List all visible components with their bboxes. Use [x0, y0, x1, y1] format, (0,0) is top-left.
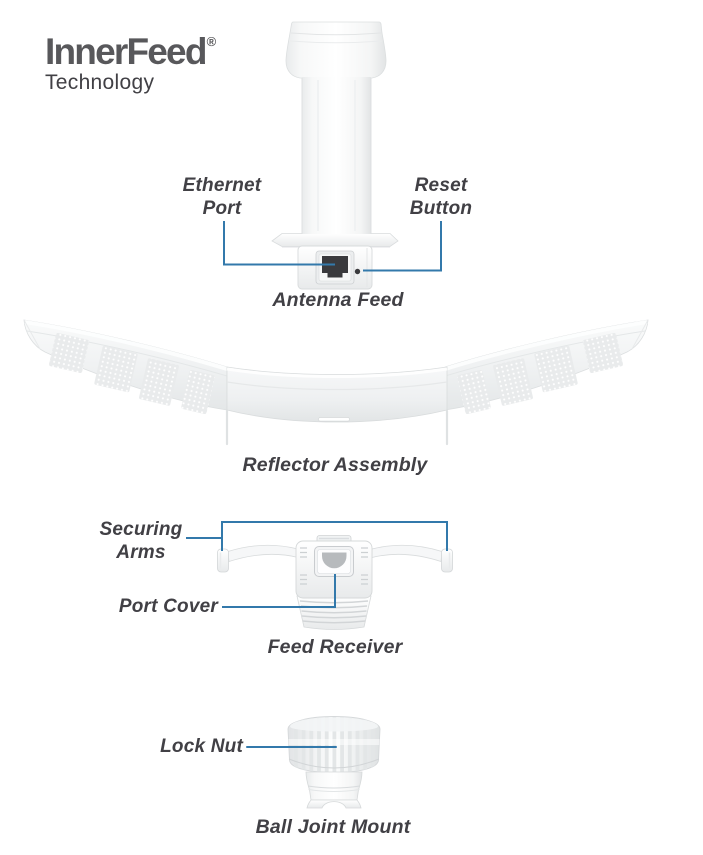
reflector-wing — [23, 319, 228, 415]
feed-receiver-caption: Feed Receiver — [267, 636, 403, 658]
leader-line-securing-arms — [221, 521, 448, 551]
ethernet-port-label: Ethernet Port — [157, 175, 287, 221]
reset-button-label-line1: Reset — [414, 175, 468, 196]
reflector-assembly-caption: Reflector Assembly — [242, 454, 428, 476]
antenna-feed-illustration — [271, 21, 399, 290]
ball-joint-notch-base — [306, 799, 362, 809]
antenna-feed-flange — [271, 233, 399, 247]
reset-button-label: Reset Button — [376, 175, 506, 221]
logo-brand: InnerFeed® — [45, 33, 216, 70]
logo-subtitle: Technology — [45, 71, 155, 94]
registered-mark: ® — [206, 34, 217, 49]
leader-line-reset-button — [363, 221, 442, 272]
port-cover-label: Port Cover — [118, 596, 218, 617]
ball-joint-mount-illustration — [287, 716, 381, 809]
reset-button-label-line2: Button — [409, 197, 473, 219]
ethernet-port-jack — [322, 256, 348, 278]
securing-arms-label-line1: Securing — [99, 519, 183, 540]
leader-line-ethernet-port — [223, 221, 335, 266]
feed-receiver-illustration — [217, 535, 454, 630]
securing-arms-label: Securing Arms — [76, 519, 206, 565]
securing-arms-label-line2: Arms — [116, 541, 166, 563]
reset-button-dot — [354, 268, 361, 275]
antenna-feed-tube-body — [302, 77, 371, 234]
securing-arm — [217, 544, 299, 573]
ball-joint-mount-caption: Ball Joint Mount — [255, 816, 411, 838]
innerfeed-logo: InnerFeed® Technology — [45, 33, 216, 95]
port-cover — [314, 546, 354, 577]
lock-nut-label: Lock Nut — [160, 736, 243, 757]
logo-brand-text: InnerFeed — [45, 31, 207, 72]
ethernet-port-label-line1: Ethernet — [182, 175, 262, 196]
ball-joint-neck — [305, 771, 363, 801]
antenna-feed-caption: Antenna Feed — [272, 289, 404, 311]
leader-line-port-cover — [222, 574, 336, 608]
ethernet-port-label-line2: Port — [202, 197, 242, 219]
antenna-feed-tube-top — [285, 21, 387, 79]
reflector-assembly-illustration — [23, 318, 650, 446]
